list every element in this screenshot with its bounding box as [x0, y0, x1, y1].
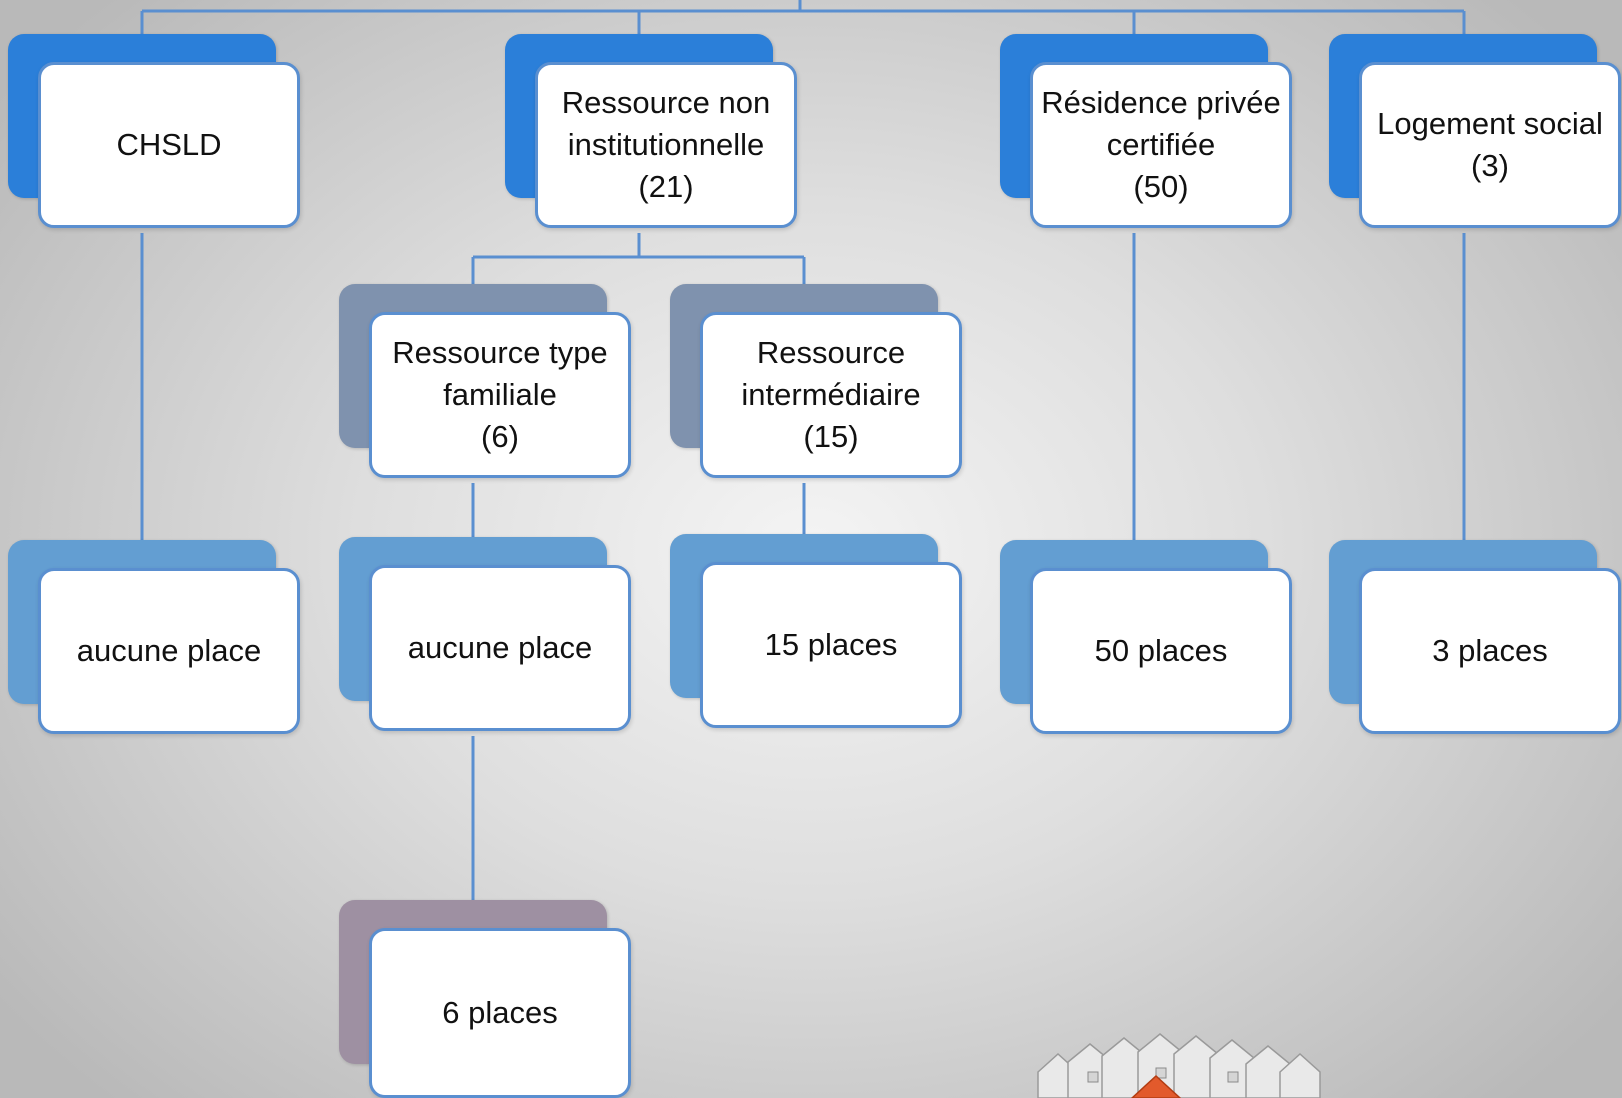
node-box: 3 places — [1359, 568, 1621, 734]
node-label-ri-places: 15 places — [764, 627, 898, 662]
node-label-rtf-sub-places: 6 places — [442, 995, 558, 1030]
node-box: aucune place — [369, 565, 631, 731]
node-label-rpc-places: 50 places — [1094, 633, 1228, 668]
node-box: CHSLD — [38, 62, 300, 228]
node-box: Résidence privée certifiée (50) — [1030, 62, 1292, 228]
node-box: 6 places — [369, 928, 631, 1098]
node-label-chsld-places: aucune place — [76, 633, 262, 668]
node-label-rpc: Résidence privée certifiée (50) — [1041, 85, 1281, 204]
node-label-rtf: Ressource type familiale (6) — [392, 335, 608, 454]
node-box: 50 places — [1030, 568, 1292, 734]
node-label-social: Logement social (3) — [1377, 106, 1603, 183]
houses-illustration-icon — [1037, 1033, 1321, 1098]
node-label-rtf-places: aucune place — [407, 630, 593, 665]
node-label-ri: Ressource intermédiaire (15) — [741, 335, 921, 454]
node-label-rni: Ressource non institutionnelle (21) — [561, 85, 771, 204]
node-box: Ressource type familiale (6) — [369, 312, 631, 478]
node-box: aucune place — [38, 568, 300, 734]
node-box: 15 places — [700, 562, 962, 728]
node-box: Ressource non institutionnelle (21) — [535, 62, 797, 228]
node-box: Logement social (3) — [1359, 62, 1621, 228]
node-label-chsld: CHSLD — [116, 127, 222, 162]
node-box: Ressource intermédiaire (15) — [700, 312, 962, 478]
node-label-social-places: 3 places — [1432, 633, 1548, 668]
